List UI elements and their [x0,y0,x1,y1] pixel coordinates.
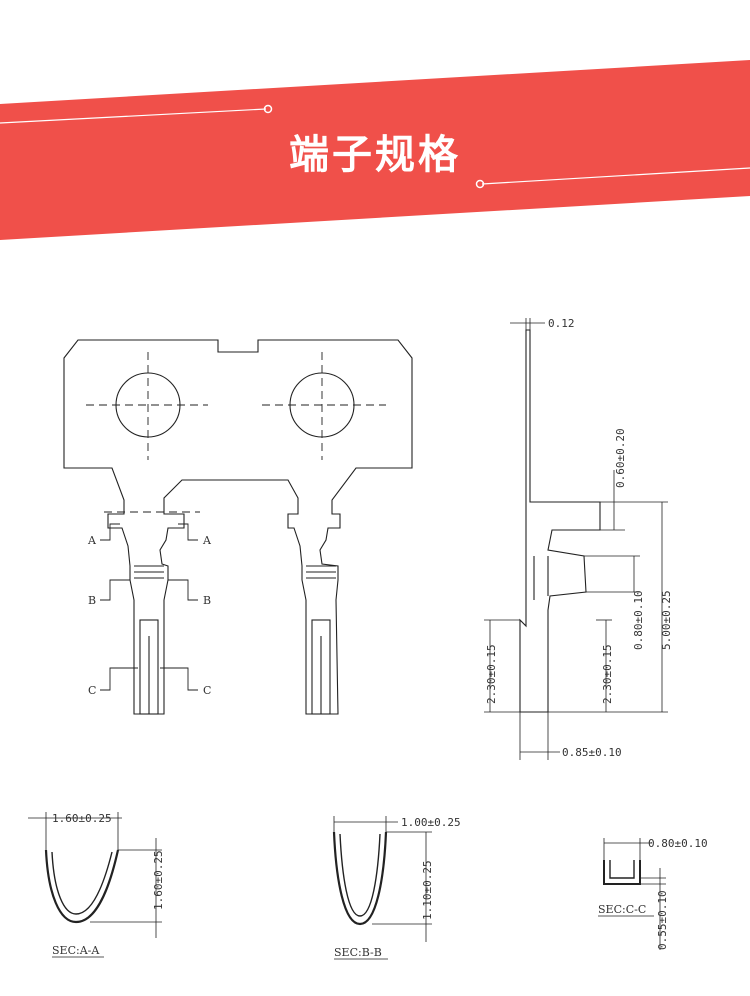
side-view [484,318,668,760]
banner-band [0,60,750,240]
sec-c-label: SEC:C-C [598,903,646,916]
mark-b-left: B [88,594,96,607]
mark-c-right: C [203,684,211,697]
dim-5-00: 5.00±0.25 [660,590,673,650]
dim-0-85: 0.85±0.10 [562,746,622,759]
section-a-a [28,812,162,958]
banner-dot-top [263,104,273,114]
banner-line-top [0,108,267,124]
section-c-c [598,838,666,950]
section-b-b [332,816,432,960]
dim-thickness: 0.12 [548,317,575,330]
dim-0-60: 0.60±0.20 [614,428,627,488]
dim-0-80: 0.80±0.10 [632,590,645,650]
title-banner [0,60,750,240]
sec-b-width: 1.00±0.25 [401,816,461,829]
sec-a-width: 1.60±0.25 [52,812,112,825]
dim-2-30-left: 2.30±0.15 [485,644,498,704]
banner-dot-bottom [475,179,485,189]
top-view [63,339,413,715]
side-view-outline [519,329,601,713]
sec-c-width: 0.80±0.10 [648,837,708,850]
dim-2-30-right: 2.30±0.15 [601,644,614,704]
mark-c-left: C [88,684,96,697]
sec-b-height: 1.10±0.25 [421,860,434,920]
mark-a-right: A [202,534,212,547]
sec-b-label: SEC:B-B [334,946,382,959]
sec-a-height: 1.60±0.25 [152,850,165,910]
mark-b-right: B [203,594,211,607]
sec-c-height: 0.55±0.10 [656,890,669,950]
mark-a-left: A [87,534,97,547]
top-view-outline [63,339,413,715]
sec-a-label: SEC:A-A [52,944,100,957]
page-title: 端子规格 [289,132,461,178]
banner-line-bottom [481,167,750,185]
terminal-drawing: A A B B C C 0.12 0.60±0.20 5.00±0.25 0.8… [28,317,708,960]
